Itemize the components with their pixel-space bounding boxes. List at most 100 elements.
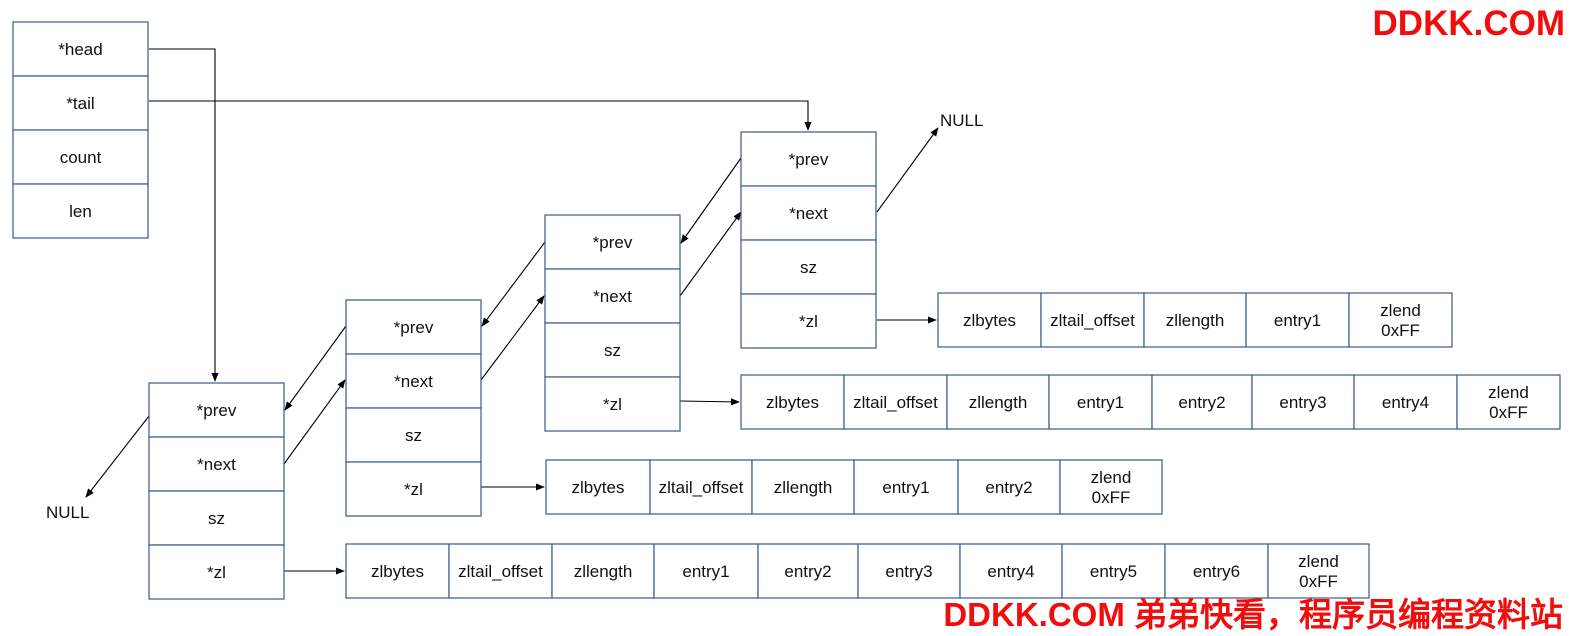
node-3-ziplist-cell-2-box [843,374,948,430]
node-1-ziplist-cell-6: entry3 [857,543,961,599]
node-1-next-arrow [283,379,346,465]
node-3-field-3: sz [544,322,681,378]
node-4-field-2: *next [740,185,877,241]
null-label-last-next: NULL [940,111,983,130]
node-3-field-4-box [544,376,681,432]
node-3-field-4-label: *zl [603,395,622,414]
node-3-field-1-box [544,214,681,270]
list-header-field-1-label: *head [58,40,102,59]
node-1-ziplist-cell-3: zllength [551,543,655,599]
node-2-ziplist-cell-2-box [649,459,753,515]
node-3-field-2-label: *next [593,287,632,306]
pointer-arrows [85,48,939,575]
node-2-ziplist-cell-5-label: entry2 [985,478,1032,497]
node-1-ziplist-cell-6-label: entry3 [885,562,932,581]
node-3-ziplist-cell-3: zllength [946,374,1050,430]
node-1-field-2-label: *next [197,455,236,474]
node-1-ziplist-cell-5: entry2 [757,543,859,599]
list-header-field-4-label: len [69,202,92,221]
node-1-ziplist-cell-10-box [1267,543,1370,599]
node-3-ziplist-cell-6-label: entry3 [1279,393,1326,412]
node-1-ziplist-cell-9-label: entry6 [1193,562,1240,581]
node-4-ziplist-cell-2: zltail_offset [1040,292,1145,348]
node-3-ziplist-cell-7: entry4 [1353,374,1458,430]
tail-pointer-arrow [149,100,812,131]
node-2-ziplist-cell-1-label: zlbytes [572,478,625,497]
node-1-ziplist-cell-6-box [857,543,961,599]
node-1-ziplist-cell-7-box [959,543,1063,599]
list-header-field-2-box [12,75,149,131]
node-3-zl-arrow [679,398,740,406]
node-1-ziplist-cell-2: zltail_offset [448,543,553,599]
node-2-next-arrow [480,295,545,381]
node-2-ziplist-cell-4-box [853,459,959,515]
node-3-ziplist-cell-1: zlbytes [740,374,845,430]
node-4-field-3: sz [740,239,877,295]
watermark-top: DDKK.COM [1372,4,1565,43]
node-2-ziplist-cell-3-label: zllength [774,478,833,497]
node-4-ziplist-cell-1: zlbytes [937,292,1042,348]
node-2-field-4-label: *zl [404,480,423,499]
node-2-field-1: *prev [345,299,482,355]
node-1-field-4-box [148,544,285,600]
node-1-ziplist-cell-3-box [551,543,655,599]
node-3-ziplist-cell-3-box [946,374,1050,430]
node-3-ziplist-cell-6: entry3 [1251,374,1355,430]
node-1-field-2-box [148,436,285,492]
node-1-field-1: *prev [148,382,285,438]
node-3-field-3-label: sz [604,341,621,360]
node-2-ziplist-cell-1-box [545,459,651,515]
node-4-ziplist-cell-5-box [1348,292,1453,348]
node-4-ziplist-cell-1-label: zlbytes [963,311,1016,330]
node-4-ziplist-cell-3: zllength [1143,292,1247,348]
node-4-field-1: *prev [740,131,877,187]
node-4-field-4-box [740,293,877,349]
watermark-bottom: DDKK.COM 弟弟快看，程序员编程资料站 [943,596,1563,633]
node-1-ziplist-cell-1-label: zlbytes [371,562,424,581]
node-4-prev-arrow [680,157,742,244]
node-3-ziplist-cell-5-box [1151,374,1253,430]
list-header-field-3-box [12,129,149,185]
node-2-ziplist-cell-4-label: entry1 [882,478,929,497]
node-3-field-2-box [544,268,681,324]
node-3-ziplist-cell-7-label: entry4 [1382,393,1429,412]
node-3-ziplist-cell-3-label: zllength [969,393,1028,412]
node-4-ziplist-cell-2-box [1040,292,1145,348]
node-2-ziplist-cell-5: entry2 [957,459,1061,515]
node-2-field-2-label: *next [394,372,433,391]
node-1-field-2: *next [148,436,285,492]
node-4-field-1-box [740,131,877,187]
node-1-ziplist-cell-5-label: entry2 [784,562,831,581]
node-4-ziplist-cell-3-label: zllength [1166,311,1225,330]
node-3-ziplist-cell-2-label: zltail_offset [853,393,938,412]
node-1-ziplist-cell-3-label: zllength [574,562,633,581]
node-3-next-arrow [679,211,742,297]
node-2-field-1-label: *prev [394,318,434,337]
list-header-field-1-box [12,21,149,77]
node-3-prev-arrow [481,241,546,327]
node-3-field-1: *prev [544,214,681,270]
node-1-ziplist-cell-7-label: entry4 [987,562,1034,581]
node-1-ziplist-cell-2-label: zltail_offset [458,562,543,581]
node-1-field-4: *zl [148,544,285,600]
node-3-ziplist-cell-4-label: entry1 [1077,393,1124,412]
node-1-field-3: sz [148,490,285,546]
node-2-ziplist-cell-2: zltail_offset [649,459,753,515]
node-2-field-2-box [345,353,482,409]
node-2-ziplist-cell-3: zllength [751,459,855,515]
list-header-field-4-box [12,183,149,239]
list-header-field-3-label: count [60,148,102,167]
node-3-field-2: *next [544,268,681,324]
node-2-field-4-box [345,461,482,517]
node-4-next-null-arrow [876,127,939,213]
node-3-ziplist-cell-2: zltail_offset [843,374,948,430]
node-2-prev-arrow [284,325,347,411]
